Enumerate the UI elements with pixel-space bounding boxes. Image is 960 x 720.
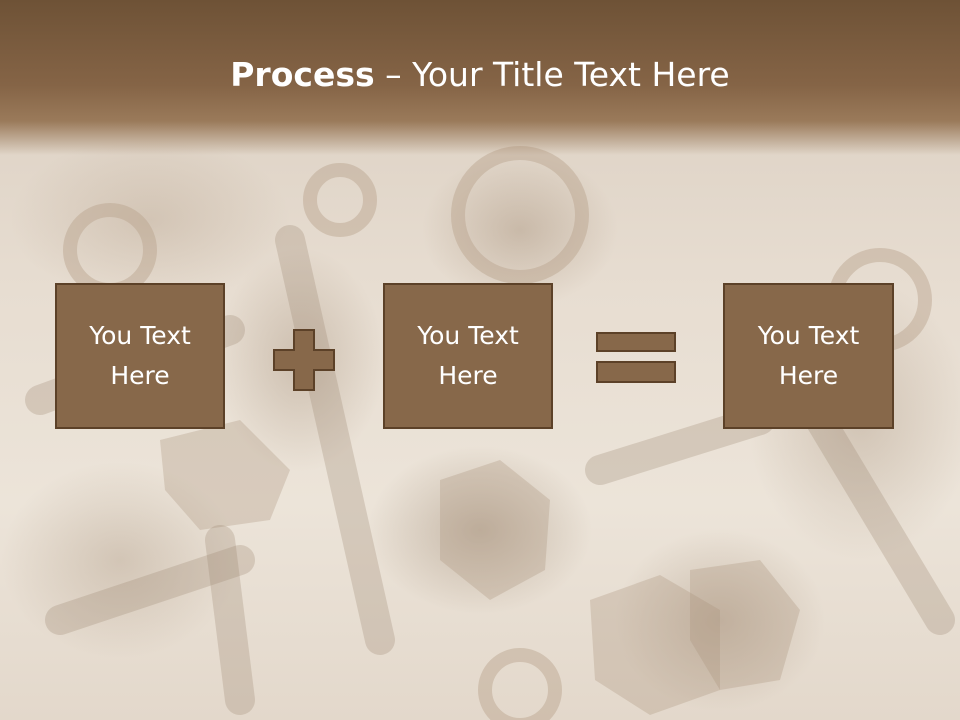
plus-icon	[273, 329, 335, 391]
header-band	[0, 0, 960, 155]
process-box-3: You Text Here	[723, 283, 894, 429]
title-bold-part: Process	[230, 55, 375, 94]
process-box-1: You Text Here	[55, 283, 225, 429]
process-box-3-text: You Text Here	[757, 321, 860, 390]
process-box-2: You Text Here	[383, 283, 553, 429]
equals-icon	[596, 332, 676, 383]
process-box-2-text: You Text Here	[417, 321, 519, 390]
title-rest-part: – Your Title Text Here	[374, 55, 730, 94]
process-box-1-text: You Text Here	[89, 321, 191, 390]
slide-title: Process – Your Title Text Here	[0, 50, 960, 100]
